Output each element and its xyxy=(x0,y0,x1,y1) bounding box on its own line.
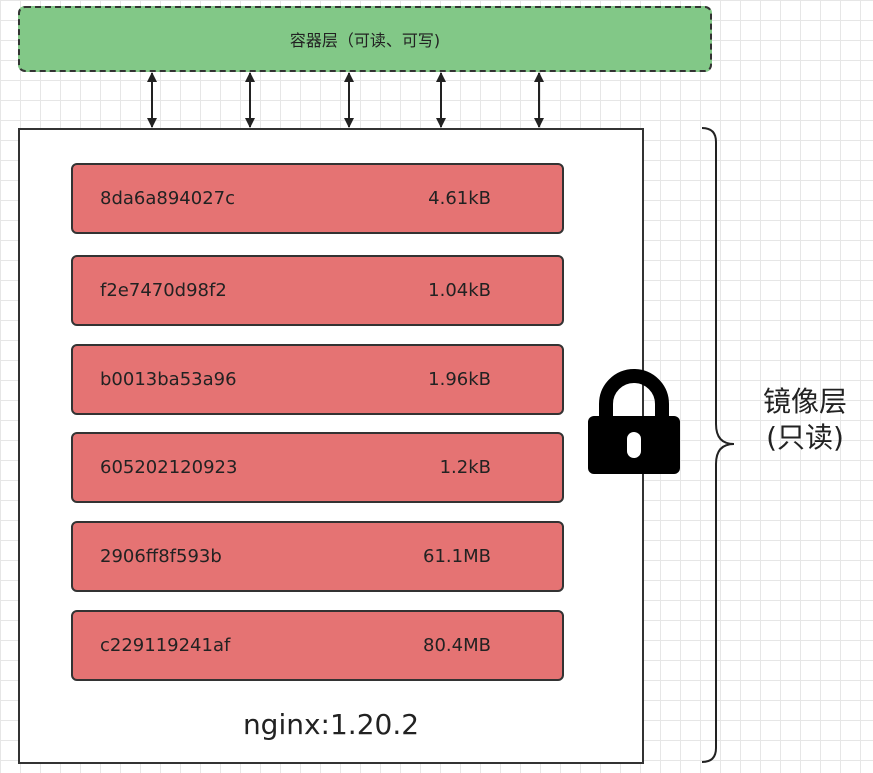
container-layer: 容器层（可读、可写) xyxy=(18,6,712,72)
read-write-arrows xyxy=(147,72,544,128)
image-layer: 2906ff8f593b 61.1MB xyxy=(71,521,564,592)
layer-size: 1.96kB xyxy=(428,369,491,390)
layer-size: 1.04kB xyxy=(428,280,491,301)
layer-id: 8da6a894027c xyxy=(100,188,235,209)
lock-icon xyxy=(588,369,680,474)
layer-size: 61.1MB xyxy=(423,546,491,567)
image-layer-label: 镜像层 (只读) xyxy=(740,384,870,456)
image-layer: c229119241af 80.4MB xyxy=(71,610,564,681)
image-layer: 8da6a894027c 4.61kB xyxy=(71,163,564,234)
layer-id: 2906ff8f593b xyxy=(100,546,222,567)
layer-size: 1.2kB xyxy=(439,457,491,478)
container-layer-label: 容器层（可读、可写) xyxy=(289,31,441,50)
layer-id: c229119241af xyxy=(100,635,231,656)
brace-icon xyxy=(701,127,735,763)
image-layer-label-note: (只读) xyxy=(766,421,844,454)
layer-id: f2e7470d98f2 xyxy=(100,280,227,301)
image-box: 8da6a894027c 4.61kB f2e7470d98f2 1.04kB … xyxy=(18,128,644,764)
image-name: nginx:1.20.2 xyxy=(242,708,420,741)
image-layer: f2e7470d98f2 1.04kB xyxy=(71,255,564,326)
image-layer: 605202120923 1.2kB xyxy=(71,432,564,503)
image-layer-label-title: 镜像层 xyxy=(762,385,847,418)
layer-size: 80.4MB xyxy=(423,635,491,656)
image-layer: b0013ba53a96 1.96kB xyxy=(71,344,564,415)
layer-size: 4.61kB xyxy=(428,188,491,209)
layer-id: 605202120923 xyxy=(100,457,238,478)
layer-id: b0013ba53a96 xyxy=(100,369,237,390)
